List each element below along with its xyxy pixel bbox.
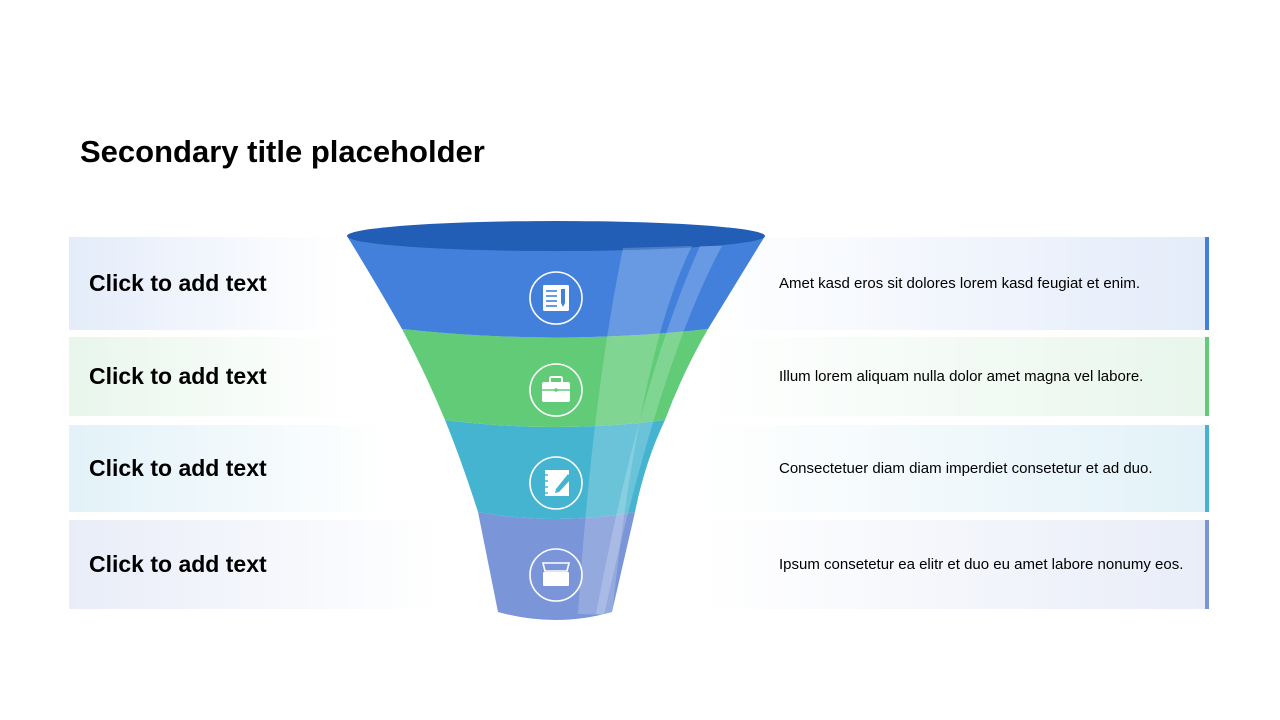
- notebook-pen-icon: [543, 470, 572, 496]
- stage-2-icon-ring: [529, 363, 583, 417]
- stage-1-icon-ring: [529, 271, 583, 325]
- funnel-stage-3: [445, 420, 665, 519]
- accent-bar: [1205, 337, 1209, 416]
- accent-bar: [1205, 520, 1209, 609]
- stage-3-label-box[interactable]: Click to add text: [69, 425, 389, 512]
- stage-4-description-box[interactable]: Ipsum consetetur ea elitr et duo eu amet…: [700, 520, 1209, 609]
- funnel-highlight-thin: [596, 246, 722, 615]
- stage-3-icon-ring: [529, 456, 583, 510]
- stage-description: Consectetuer diam diam imperdiet consete…: [779, 460, 1153, 477]
- funnel-highlight: [578, 246, 692, 615]
- stage-2-label-box[interactable]: Click to add text: [69, 337, 349, 416]
- stage-4-label-box[interactable]: Click to add text: [69, 520, 439, 609]
- funnel-stage-4: [478, 512, 635, 620]
- page-title: Secondary title placeholder: [80, 134, 485, 169]
- stage-label: Click to add text: [89, 363, 267, 389]
- stage-3-description-box[interactable]: Consectetuer diam diam imperdiet consete…: [700, 425, 1209, 512]
- stage-description: Ipsum consetetur ea elitr et duo eu amet…: [779, 556, 1184, 573]
- stage-4-icon-ring: [529, 548, 583, 602]
- stage-label: Click to add text: [89, 551, 267, 577]
- accent-bar: [1205, 237, 1209, 330]
- stage-description: Illum lorem aliquam nulla dolor amet mag…: [779, 368, 1144, 385]
- stage-label: Click to add text: [89, 455, 267, 481]
- document-edit-icon: [543, 285, 569, 311]
- stage-label: Click to add text: [89, 270, 267, 296]
- accent-bar: [1205, 425, 1209, 512]
- stage-2-description-box[interactable]: Illum lorem aliquam nulla dolor amet mag…: [700, 337, 1209, 416]
- briefcase-icon: [542, 376, 570, 402]
- funnel-top: [347, 221, 765, 251]
- stage-description: Amet kasd eros sit dolores lorem kasd fe…: [779, 275, 1140, 292]
- basket-icon: [541, 562, 571, 586]
- stage-1-description-box[interactable]: Amet kasd eros sit dolores lorem kasd fe…: [700, 237, 1209, 330]
- stage-1-label-box[interactable]: Click to add text: [69, 237, 339, 330]
